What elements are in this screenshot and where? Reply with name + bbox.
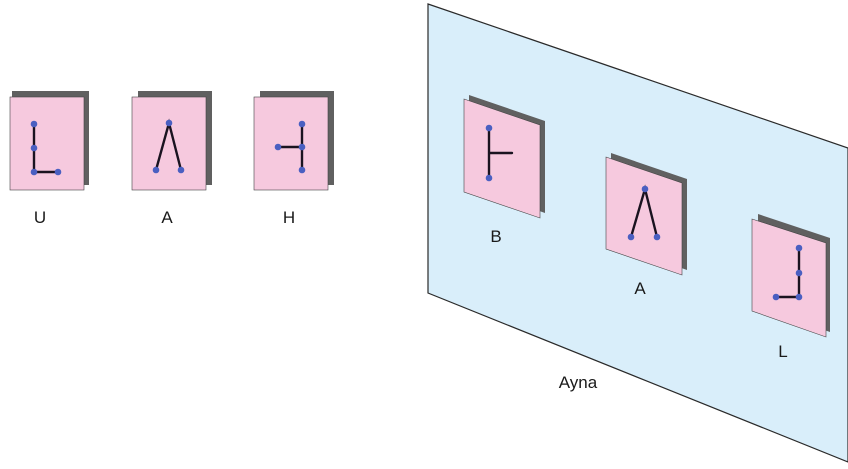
left-card-2: A (131, 91, 212, 227)
left-card-1: U (9, 91, 89, 227)
mirror-card-3: L (751, 214, 830, 361)
left-card-2-label: A (161, 208, 173, 227)
mirror-card-2: A (605, 153, 687, 298)
left-card-1-label: U (34, 208, 46, 227)
mirror-label: Ayna (559, 373, 598, 392)
mirror-card-2-label: A (634, 279, 646, 298)
mirror-card-1: B (463, 95, 545, 246)
mirror-card-3-label: L (778, 342, 787, 361)
left-card-3-label: H (283, 208, 295, 227)
mirror-card-1-label: B (490, 227, 501, 246)
left-card-3: H (253, 91, 334, 227)
